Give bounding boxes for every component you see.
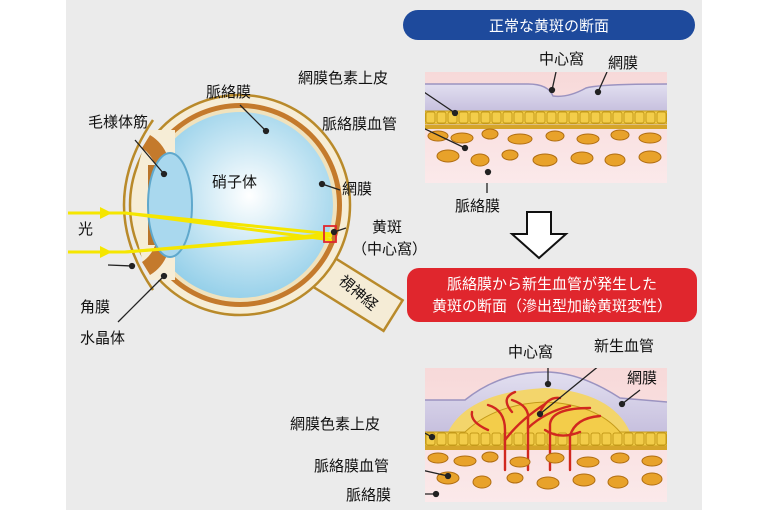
amd-choroid-vessels-label: 脈絡膜血管 <box>314 457 390 475</box>
cornea-label: 角膜 <box>80 298 111 316</box>
down-arrow <box>509 211 569 260</box>
amd-retina-label: 網膜 <box>627 369 658 387</box>
amd-macula-section <box>425 368 667 502</box>
fovea-label: （中心窩） <box>352 240 428 258</box>
light-label: 光 <box>78 220 94 238</box>
retina-label: 網膜 <box>342 180 373 198</box>
amd-choroid-label: 脈絡膜 <box>346 486 392 504</box>
normal-choroid-vessels-label: 脈絡膜血管 <box>322 115 398 133</box>
amd-title-line1: 脈絡膜から新生血管が発生した <box>446 275 657 293</box>
normal-retina-label: 網膜 <box>608 54 639 72</box>
amd-new-vessels-label: 新生血管 <box>594 337 655 355</box>
vitreous-shape <box>147 112 333 298</box>
cornea-shape <box>122 119 155 291</box>
eye-cross-section <box>68 93 405 333</box>
amd-section-title: 脈絡膜から新生血管が発生した 黄斑の断面（滲出型加齢黄斑変性） <box>407 268 697 322</box>
lens-shape <box>147 152 193 258</box>
amd-fovea-label: 中心窩 <box>508 343 554 361</box>
normal-macula-section <box>425 72 667 183</box>
choroid-label: 脈絡膜 <box>206 83 252 101</box>
amd-title-line2: 黄斑の断面（滲出型加齢黄斑変性） <box>431 297 672 315</box>
normal-fovea-label: 中心窩 <box>539 50 585 68</box>
amd-rpe-label: 網膜色素上皮 <box>290 415 381 433</box>
macula-label: 黄斑 <box>372 218 403 236</box>
vitreous-label: 硝子体 <box>212 173 258 191</box>
light-rays <box>68 211 333 254</box>
new-vessels <box>470 390 602 472</box>
normal-section-title: 正常な黄斑の断面 <box>403 10 695 40</box>
normal-rpe-label: 網膜色素上皮 <box>298 69 389 87</box>
ciliary-muscle-label: 毛様体筋 <box>88 113 149 131</box>
lens-label: 水晶体 <box>80 329 126 347</box>
normal-choroid-label: 脈絡膜 <box>455 197 501 215</box>
